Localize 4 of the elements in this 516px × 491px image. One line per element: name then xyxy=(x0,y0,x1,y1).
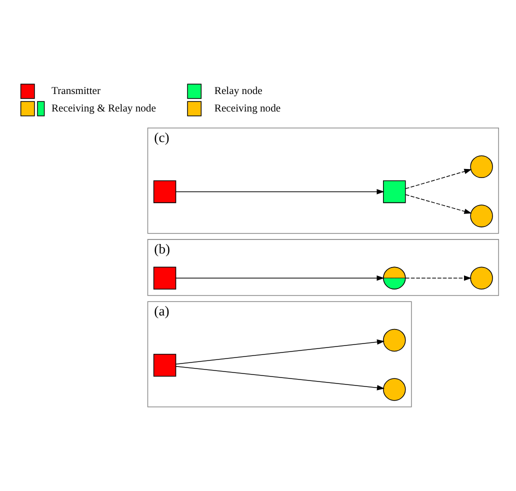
legend-label: Transmitter xyxy=(51,86,101,98)
legend-label: Relay node xyxy=(214,86,262,98)
legend-label: Receiving & Relay node xyxy=(51,104,156,115)
legend-label: Receiving node xyxy=(214,104,281,115)
